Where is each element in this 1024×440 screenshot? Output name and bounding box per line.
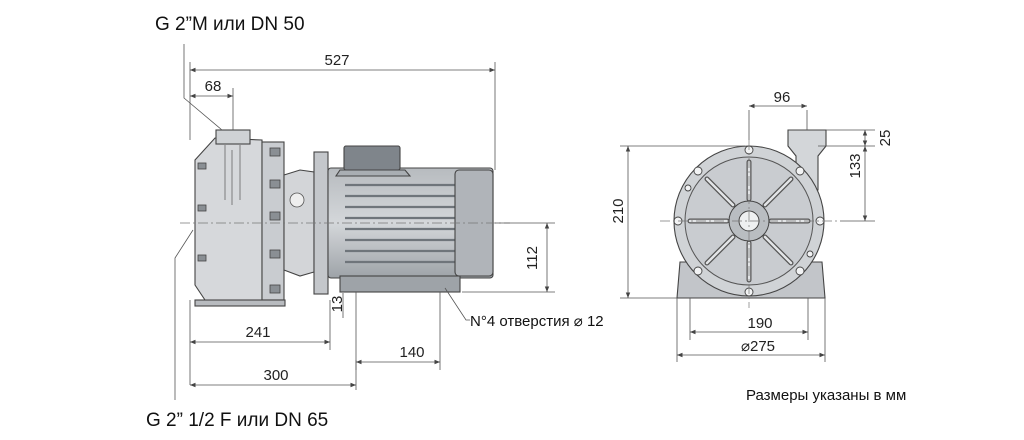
dim-front-210: 210: [610, 198, 627, 223]
inlet-nozzle: [215, 129, 251, 145]
inlet-label: G 2”M или DN 50: [155, 14, 305, 35]
dim-front-275: ⌀275: [741, 338, 775, 355]
inlet-throat: [224, 145, 241, 205]
motor-fins: [345, 183, 455, 264]
front-dimensions: 96 25 133 210 190 ⌀275: [610, 89, 894, 362]
motor-foot: [339, 275, 461, 293]
pump-foot: [194, 299, 286, 307]
terminal-base: [334, 169, 412, 177]
side-dimensions: 527 68 241 13 140 300 112: [174, 44, 555, 400]
units-note: Размеры указаны в мм: [746, 387, 906, 404]
pump-volute: [194, 137, 263, 301]
dim-front-190: 190: [747, 315, 772, 332]
front-view: [660, 129, 840, 308]
volute-flange: [261, 141, 285, 301]
dim-length-241: 241: [245, 324, 270, 341]
dim-front-25: 25: [877, 130, 894, 147]
dim-total-length: 527: [324, 52, 349, 69]
front-bolts: [673, 145, 825, 297]
side-view: [180, 129, 510, 307]
dim-foot-13: 13: [329, 296, 346, 313]
dim-foot-140: 140: [399, 344, 424, 361]
terminal-box: [343, 145, 401, 171]
dim-shaft-height: 112: [524, 246, 541, 270]
holes-label: N°4 отверстия ⌀ 12: [470, 313, 604, 330]
dim-front-133: 133: [847, 153, 864, 178]
outlet-label: G 2” 1/2 F или DN 65: [146, 410, 328, 431]
dim-length-300: 300: [263, 367, 288, 384]
front-ribs-inner: [688, 160, 810, 282]
lantern-window: [289, 192, 305, 208]
dim-inlet-offset: 68: [205, 78, 222, 95]
dim-front-96: 96: [774, 89, 791, 106]
flange-bolts: [197, 147, 281, 294]
